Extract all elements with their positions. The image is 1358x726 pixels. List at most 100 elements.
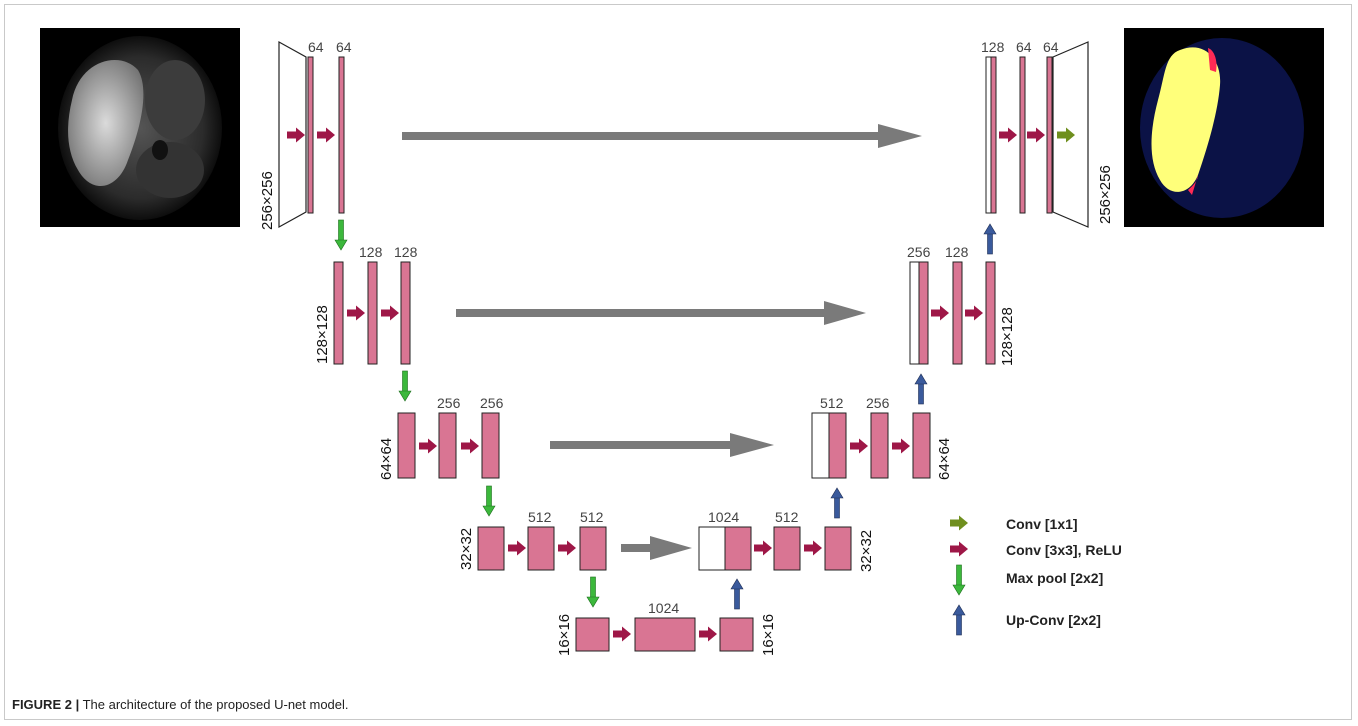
- legend-label: Max pool [2x2]: [1006, 570, 1103, 586]
- enc3-channels-b: 256: [480, 395, 504, 411]
- enc4-map-in: [477, 526, 505, 571]
- dec1-channels-a: 128: [981, 39, 1005, 55]
- dec3-skip-map: [811, 412, 830, 479]
- conv3x3-arrow-icon: [699, 626, 717, 642]
- encoder-level-4: 512 512 32×32: [458, 509, 607, 571]
- dec4-map-a: [773, 526, 801, 571]
- bottleneck-map-in: [575, 617, 610, 652]
- dec1-up-map: [990, 56, 997, 214]
- upconv-arrow-icon: [914, 373, 928, 405]
- skip-connections: [402, 124, 922, 560]
- upconv-arrow-icon: [983, 223, 997, 255]
- upconv-arrow-icon: [952, 604, 966, 636]
- enc4-channels-b: 512: [580, 509, 604, 525]
- enc2-channels-b: 128: [394, 244, 418, 260]
- conv1x1-arrow-icon: [950, 515, 968, 531]
- enc4-channels-a: 512: [528, 509, 552, 525]
- conv3x3-arrow-icon: [804, 540, 822, 556]
- conv3x3-arrow-icon: [347, 305, 365, 321]
- input-mri-image: [40, 28, 240, 227]
- dec4-skip-map: [698, 526, 726, 571]
- skip-arrow-level-4: [621, 536, 692, 560]
- enc4-map-a: [527, 526, 555, 571]
- decoder-level-1: 128 64 64 256×256: [981, 39, 1114, 228]
- enc2-map-b: [400, 261, 411, 365]
- skip-arrow-level-2: [456, 301, 866, 325]
- conv3x3-arrow-icon: [317, 127, 335, 143]
- legend-item-upconv: Up-Conv [2x2]: [952, 604, 1101, 636]
- dec3-size-label: 64×64: [936, 438, 953, 480]
- maxpool-arrow-icon: [334, 219, 348, 251]
- legend-label: Conv [3x3], ReLU: [1006, 542, 1122, 558]
- dec2-size-label: 128×128: [999, 307, 1016, 366]
- skip-arrow-level-3: [550, 433, 774, 457]
- figure-frame: [4, 4, 1352, 720]
- legend-item-maxpool: Max pool [2x2]: [952, 564, 1103, 596]
- bottleneck-channels: 1024: [648, 600, 679, 616]
- dec4-map-b: [824, 526, 852, 571]
- maxpool-arrow-icon: [586, 576, 600, 608]
- dec4-channels-a: 1024: [708, 509, 739, 525]
- dec1-size-label: 256×256: [1097, 165, 1114, 224]
- dec1-map-b: [1046, 56, 1053, 214]
- dec1-channels-b: 64: [1016, 39, 1032, 55]
- enc4-map-b: [579, 526, 607, 571]
- enc4-size-label: 32×32: [458, 528, 475, 570]
- enc2-map-in: [333, 261, 344, 365]
- dec3-channels-a: 512: [820, 395, 844, 411]
- enc3-channels-a: 256: [437, 395, 461, 411]
- caption-label: FIGURE 2 |: [12, 697, 80, 712]
- enc3-map-in: [397, 412, 416, 479]
- enc3-map-a: [438, 412, 457, 479]
- conv3x3-arrow-icon: [1027, 127, 1045, 143]
- enc1-map-a: [307, 56, 314, 214]
- decoder-level-2: 256 128 128×128: [907, 244, 1016, 366]
- conv3x3-arrow-icon: [965, 305, 983, 321]
- figure-caption: FIGURE 2 | The architecture of the propo…: [12, 697, 349, 712]
- dec1-map-a: [1019, 56, 1026, 214]
- dec4-channels-b: 512: [775, 509, 799, 525]
- enc1-channels-a: 64: [308, 39, 324, 55]
- bottleneck-size-left: 16×16: [556, 614, 573, 656]
- maxpool-arrow-icon: [482, 485, 496, 517]
- maxpool-arrow-icon: [952, 564, 966, 596]
- dec1-skip-map: [985, 56, 992, 214]
- legend-label: Up-Conv [2x2]: [1006, 612, 1101, 628]
- conv3x3-arrow-icon: [999, 127, 1017, 143]
- conv3x3-arrow-icon: [850, 438, 868, 454]
- encoder-level-2: 128 128 128×128: [314, 244, 418, 365]
- enc2-map-a: [367, 261, 378, 365]
- bottleneck-map-out: [719, 617, 754, 652]
- conv3x3-arrow-icon: [381, 305, 399, 321]
- bottleneck-size-right: 16×16: [760, 614, 777, 656]
- upconv-arrow-icon: [730, 578, 744, 610]
- dec3-channels-b: 256: [866, 395, 890, 411]
- dec2-skip-map: [909, 261, 920, 365]
- conv3x3-arrow-icon: [931, 305, 949, 321]
- dec3-up-map: [828, 412, 847, 479]
- bottleneck-map-main: [634, 617, 696, 652]
- encoder-level-3: 256 256 64×64: [378, 395, 504, 480]
- skip-arrow-level-1: [402, 124, 922, 148]
- dec2-map-b: [985, 261, 996, 365]
- legend-label: Conv [1x1]: [1006, 516, 1078, 532]
- enc1-channels-b: 64: [336, 39, 352, 55]
- legend: Conv [1x1] Conv [3x3], ReLU Max pool [2x…: [950, 515, 1122, 636]
- enc3-size-label: 64×64: [378, 438, 395, 480]
- decoder-level-3: 512 256 64×64: [811, 395, 953, 480]
- conv3x3-arrow-icon: [613, 626, 631, 642]
- dec3-map-b: [912, 412, 931, 479]
- bottleneck: 1024 16×16 16×16: [556, 600, 777, 656]
- caption-text: The architecture of the proposed U-net m…: [82, 697, 349, 712]
- conv3x3-arrow-icon: [508, 540, 526, 556]
- encoder-level-1: 64 64 256×256: [259, 39, 352, 230]
- dec3-map-a: [870, 412, 889, 479]
- enc2-channels-a: 128: [359, 244, 383, 260]
- dec4-up-map: [724, 526, 752, 571]
- conv3x3-arrow-icon: [950, 541, 968, 557]
- conv3x3-arrow-icon: [419, 438, 437, 454]
- upconv-arrow-icon: [830, 487, 844, 519]
- dec2-channels-a: 256: [907, 244, 931, 260]
- dec2-up-map: [918, 261, 929, 365]
- dec1-channels-c: 64: [1043, 39, 1059, 55]
